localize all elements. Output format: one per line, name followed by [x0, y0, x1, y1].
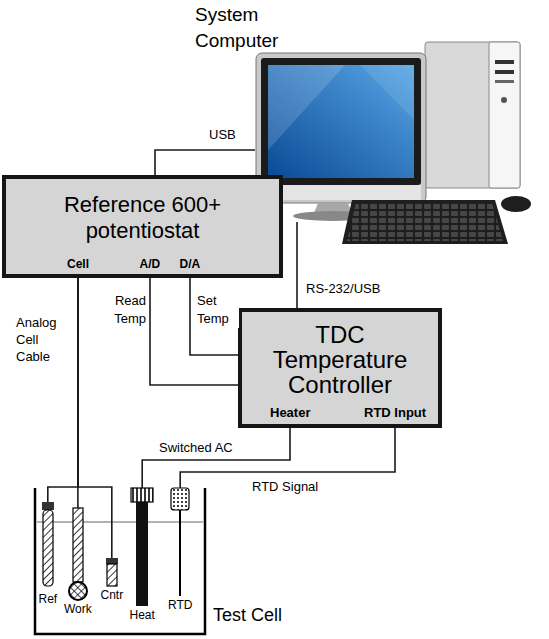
label-holder: Cell — [67, 257, 89, 271]
port-label: D/A — [180, 257, 201, 271]
test-cell: Test CellRefWorkCntrHeatRTD — [35, 488, 205, 634]
label-holder: RTD Signal — [250, 479, 320, 494]
label-holder: RTD Input — [364, 405, 426, 420]
signal-label: Set Temp — [195, 292, 239, 328]
label-holder: Test Cell — [213, 604, 282, 626]
label-holder: Read Temp — [100, 292, 148, 328]
box-title: TDC Temperature Controller — [265, 322, 415, 397]
signal-label: Analog Cell Cable — [14, 314, 76, 365]
electrode-label: Cntr — [101, 588, 124, 602]
rtd-sensor: RTD — [168, 488, 192, 612]
electrode: Cntr — [101, 558, 124, 602]
label-holder: A/D — [140, 257, 161, 271]
label-holder: D/A — [180, 257, 201, 271]
label-holder: Heater — [270, 405, 310, 420]
working-electrode — [69, 508, 87, 600]
electrode: Work — [64, 508, 92, 616]
node-heading: Test Cell — [213, 604, 282, 626]
port-label: RTD Input — [364, 405, 426, 420]
label-holder: System Computer — [195, 2, 295, 54]
port-label: A/D — [140, 257, 161, 271]
signal-label: RS-232/USB — [304, 281, 382, 296]
electrode-label: Ref — [39, 592, 58, 606]
label-holder: Analog Cell Cable — [14, 314, 76, 365]
electrode-label: Work — [64, 602, 92, 616]
cable-connector — [155, 150, 255, 175]
electrode: Ref — [39, 502, 58, 606]
port-label: Heater — [270, 405, 310, 420]
signal-label: USB — [207, 127, 238, 142]
port-label: Cell — [67, 257, 89, 271]
signal-label: Read Temp — [100, 292, 148, 328]
cable-connector — [296, 222, 298, 308]
node-heading: System Computer — [195, 2, 295, 54]
cable-connector — [48, 278, 78, 502]
reference-electrode — [42, 502, 54, 586]
computer-illustration — [256, 42, 531, 244]
signal-label: RTD Signal — [250, 479, 320, 494]
cable-connector — [190, 278, 238, 355]
cable-connector — [150, 278, 238, 385]
electrode-label: Heat — [130, 608, 155, 622]
electrode-label: RTD — [168, 598, 192, 612]
beaker — [35, 488, 205, 634]
box-title: Reference 600+ potentiostat — [43, 192, 243, 244]
instrument-box: Reference 600+ potentiostatCell A/D D/A — [2, 175, 283, 278]
label-holder: Set Temp — [195, 292, 239, 328]
label-holder: USB — [207, 127, 238, 142]
label-holder: RS-232/USB — [304, 281, 382, 296]
heater: Heat — [130, 488, 155, 622]
signal-label: Switched AC — [157, 440, 235, 455]
computer-node: System Computer — [255, 55, 540, 222]
rtd-probe — [171, 488, 189, 596]
counter-electrode — [106, 558, 118, 586]
instrument-box: TDC Temperature ControllerHeater RTD Inpu… — [238, 308, 442, 428]
label-holder: Switched AC — [157, 440, 235, 455]
heater-rod — [131, 488, 153, 606]
